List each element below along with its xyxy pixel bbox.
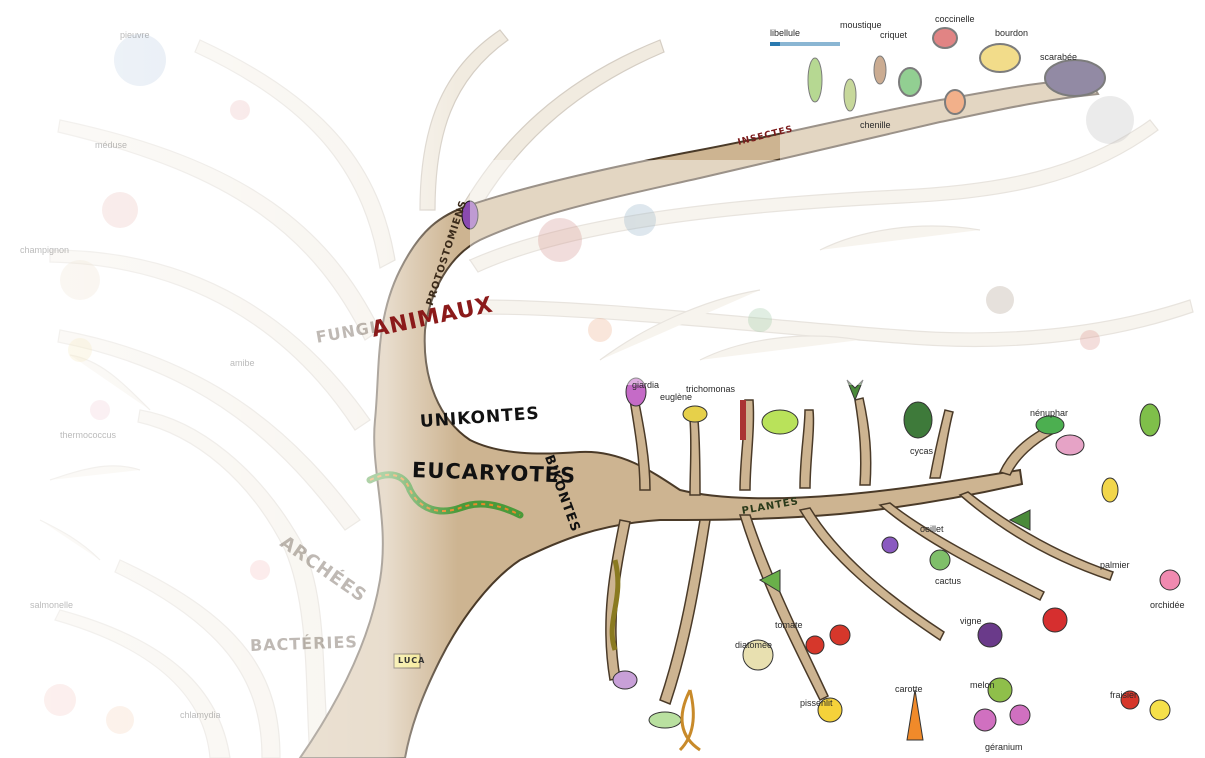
species-criquet: criquet [880, 30, 907, 40]
species-diatomee: diatomée [735, 640, 772, 650]
species-vigne: vigne [960, 616, 982, 626]
species-pieuvre: pieuvre [120, 30, 150, 40]
species-bourdon: bourdon [995, 28, 1028, 38]
species-nenuphar: nénuphar [1030, 408, 1068, 418]
species-scarabee: scarabée [1040, 52, 1077, 62]
species-oeillet: oeillet [920, 524, 944, 534]
species-carotte: carotte [895, 684, 923, 694]
species-giardia: giardia [632, 380, 659, 390]
species-moustique: moustique [840, 20, 882, 30]
species-orchidee: orchidée [1150, 600, 1185, 610]
species-champignon: champignon [20, 245, 69, 255]
species-melon: melon [970, 680, 995, 690]
species-amibe: amibe [230, 358, 255, 368]
species-libellule: libellule [770, 28, 800, 38]
species-fraisier: fraisier [1110, 690, 1137, 700]
species-cactus: cactus [935, 576, 961, 586]
species-trichomonas: trichomonas [686, 384, 735, 394]
species-pissenlit: pissenlit [800, 698, 833, 708]
label-luca: LUCA [398, 656, 425, 665]
species-chenille: chenille [860, 120, 891, 130]
species-meduse: méduse [95, 140, 127, 150]
species-coccinelle: coccinelle [935, 14, 975, 24]
species-cycas: cycas [910, 446, 933, 456]
species-palmier: palmier [1100, 560, 1130, 570]
species-tomate: tomate [775, 620, 803, 630]
species-thermococcus: thermococcus [60, 430, 116, 440]
label-bacteries: BACTÉRIES [250, 632, 358, 655]
species-geranium: géranium [985, 742, 1023, 752]
species-salmonelle: salmonelle [30, 600, 73, 610]
species-chlamydia: chlamydia [180, 710, 221, 720]
